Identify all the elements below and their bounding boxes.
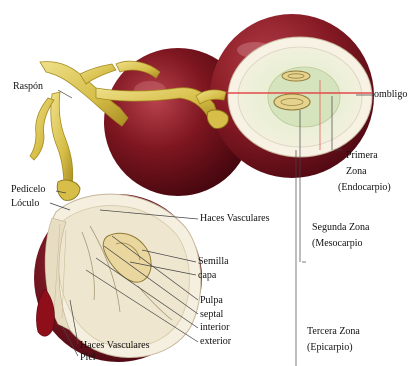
label-semilla: Semilla xyxy=(198,256,229,268)
left-grape-cross-section xyxy=(34,194,202,362)
label-raspon: Raspón xyxy=(13,81,43,93)
label-interior: interior xyxy=(200,322,229,334)
label-ombligo: ombligo xyxy=(374,89,407,101)
label-segunda-zona-2: (Mesocarpio xyxy=(312,238,363,250)
label-piel: Piel xyxy=(80,352,96,364)
label-primera-zona-3: (Endocarpio) xyxy=(338,182,391,194)
label-capa: capa xyxy=(198,270,216,282)
label-tercera-zona-2: (Epicarpio) xyxy=(307,342,353,354)
label-haces-vasculares-bottom: Haces Vasculares xyxy=(80,340,150,352)
label-pedicelo: Pedicelo xyxy=(11,184,45,196)
label-septal: septal xyxy=(200,309,223,321)
label-haces-vasculares-top: Haces Vasculares xyxy=(200,213,270,225)
label-segunda-zona-1: Segunda Zona xyxy=(312,222,370,234)
label-loculo: Lóculo xyxy=(11,198,39,210)
label-pulpa: Pulpa xyxy=(200,295,223,307)
label-exterior: exterior xyxy=(200,336,231,348)
label-tercera-zona-1: Tercera Zona xyxy=(307,326,360,338)
label-primera-zona-1: Primera xyxy=(346,150,378,162)
label-primera-zona-2: Zona xyxy=(346,166,367,178)
